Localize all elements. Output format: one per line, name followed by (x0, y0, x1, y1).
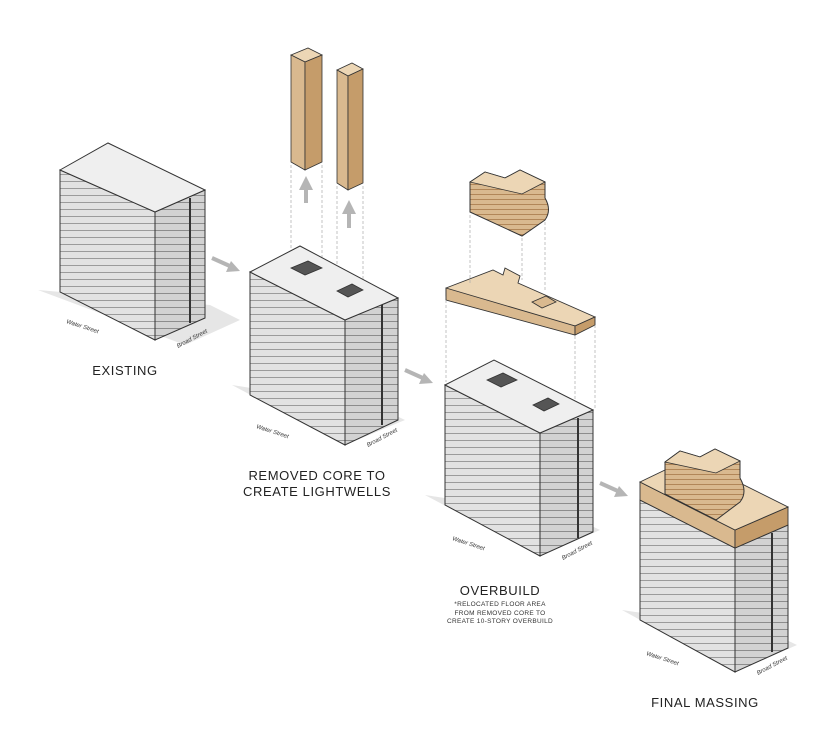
final-massing-stage: Water Street Broad Street (622, 448, 797, 677)
arrow-right-icon (404, 368, 433, 384)
arrow-up-icon (342, 200, 356, 228)
side-facade (344, 297, 399, 446)
lightwell (290, 260, 323, 276)
note-line: FROM REMOVED CORE TO (454, 609, 546, 617)
street-label-water: Water Street (65, 319, 99, 335)
street-label-water: Water Street (255, 424, 289, 440)
caption-overbuild: OVERBUILD (459, 583, 541, 598)
core-column-right (336, 62, 364, 191)
existing-building: Water Street Broad Street (38, 142, 240, 350)
caption-line: REMOVED CORE TO (248, 468, 386, 483)
arrow-right-icon (599, 481, 628, 497)
overbuild-note: *RELOCATED FLOOR AREA FROM REMOVED CORE … (430, 601, 570, 627)
caption-final-massing: FINAL MASSING (651, 695, 759, 710)
caption-removed-core: REMOVED CORE TO CREATE LIGHTWELLS (232, 468, 402, 500)
arrow-right-icon (211, 256, 240, 272)
roof (248, 245, 400, 321)
caption-line: CREATE LIGHTWELLS (243, 484, 391, 499)
lightwell (336, 283, 364, 298)
overbuild-stage: Water Street Broad Street (425, 169, 600, 562)
side-facade (539, 409, 594, 557)
note-line: CREATE 10-STORY OVERBUILD (447, 618, 553, 625)
note-line: *RELOCATED FLOOR AREA (454, 601, 546, 608)
removed-core-stage: Water Street Broad Street (232, 47, 405, 449)
street-label-water: Water Street (645, 651, 679, 667)
arrow-up-icon (299, 176, 313, 203)
overbuild-podium-slab (445, 267, 597, 336)
side-facade (154, 189, 206, 341)
core-column-left (290, 47, 323, 171)
overbuild-upper-volume (664, 448, 745, 521)
lightwell (486, 372, 518, 388)
side-facade (734, 524, 789, 673)
caption-existing: EXISTING (92, 363, 158, 378)
lightwell (532, 397, 560, 412)
roof (58, 142, 207, 213)
street-label-water: Water Street (451, 536, 485, 552)
roof (443, 359, 595, 434)
overbuild-upper-volume (469, 169, 549, 237)
